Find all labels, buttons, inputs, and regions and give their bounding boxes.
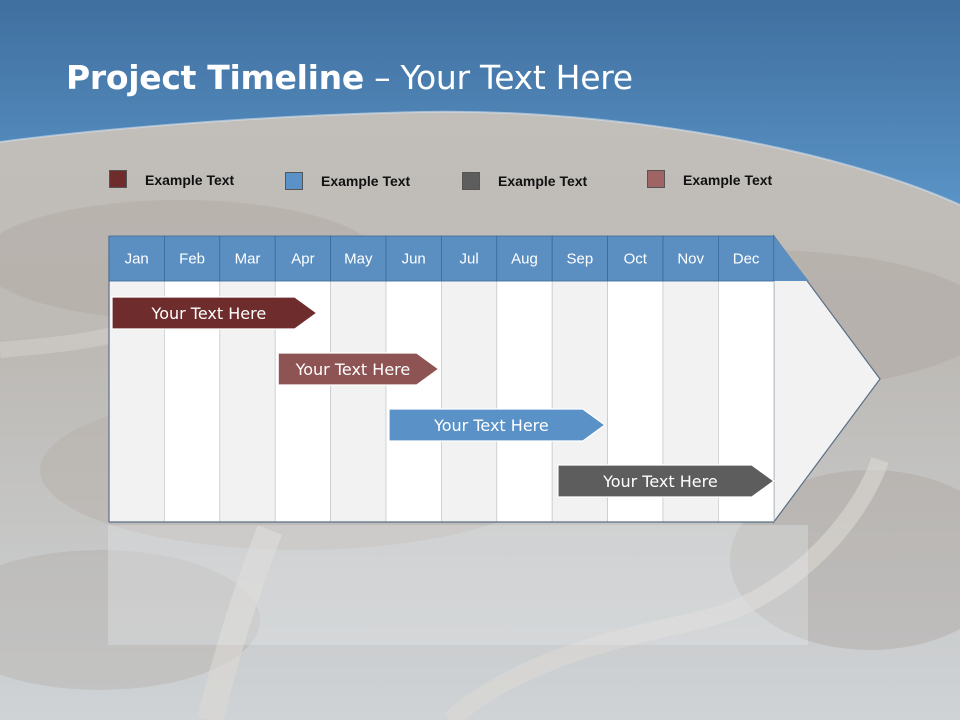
legend-label-1: Example Text <box>145 172 235 188</box>
slide-title: Project Timeline – Your Text Here <box>66 58 633 97</box>
month-label-jul: Jul <box>460 251 479 268</box>
legend-swatch-blue <box>285 172 303 190</box>
timeline-bar-3 <box>388 408 606 442</box>
header-arrow-cap <box>773 236 809 281</box>
month-column-may <box>330 280 387 523</box>
month-header-apr <box>274 235 332 282</box>
month-label-dec: Dec <box>733 251 760 268</box>
month-label-oct: Oct <box>624 251 648 268</box>
month-header-mar <box>219 235 276 282</box>
month-column-jul <box>440 280 498 523</box>
title-rest: – Your Text Here <box>363 58 633 97</box>
legend-label-2: Example Text <box>321 173 411 189</box>
month-header-nov <box>662 235 719 282</box>
month-label-jan: Jan <box>125 251 149 268</box>
month-label-sep: Sep <box>567 251 594 268</box>
timeline-bar-label-2: Your Text Here <box>295 360 411 379</box>
month-header-dec <box>718 235 775 282</box>
month-label-aug: Aug <box>511 251 538 268</box>
month-header-may <box>330 235 387 282</box>
month-label-feb: Feb <box>179 251 205 268</box>
timeline-bar-label-1: Your Text Here <box>151 304 267 323</box>
timeline-bar-label-3: Your Text Here <box>433 416 549 435</box>
timeline-header: Jan Feb Mar Apr May Jun Jul Aug Sep Oct Nov Dec <box>108 235 809 282</box>
month-label-may: May <box>344 251 373 268</box>
title-bold: Project Timeline <box>66 58 364 97</box>
month-header-sep <box>551 235 609 282</box>
legend-swatch-gray <box>462 172 480 190</box>
legend-swatch-rose <box>647 170 665 188</box>
month-label-nov: Nov <box>677 251 704 268</box>
month-label-mar: Mar <box>235 251 261 268</box>
month-label-apr: Apr <box>291 251 314 268</box>
month-column-jun <box>385 280 442 523</box>
legend-label-3: Example Text <box>498 173 588 189</box>
month-column-aug <box>496 280 553 523</box>
month-header-jul <box>440 235 498 282</box>
timeline-bar-4 <box>557 464 775 498</box>
timeline-bar-1 <box>111 296 318 330</box>
month-header-jun <box>385 235 442 282</box>
legend-swatch-dark-red <box>109 170 127 188</box>
legend-label-4: Example Text <box>683 172 773 188</box>
month-header-feb <box>163 235 221 282</box>
month-header-oct <box>607 235 664 282</box>
month-header-jan <box>108 235 165 282</box>
timeline-bar-label-4: Your Text Here <box>602 472 718 491</box>
timeline-bar-2 <box>277 352 440 386</box>
month-label-jun: Jun <box>402 251 426 268</box>
